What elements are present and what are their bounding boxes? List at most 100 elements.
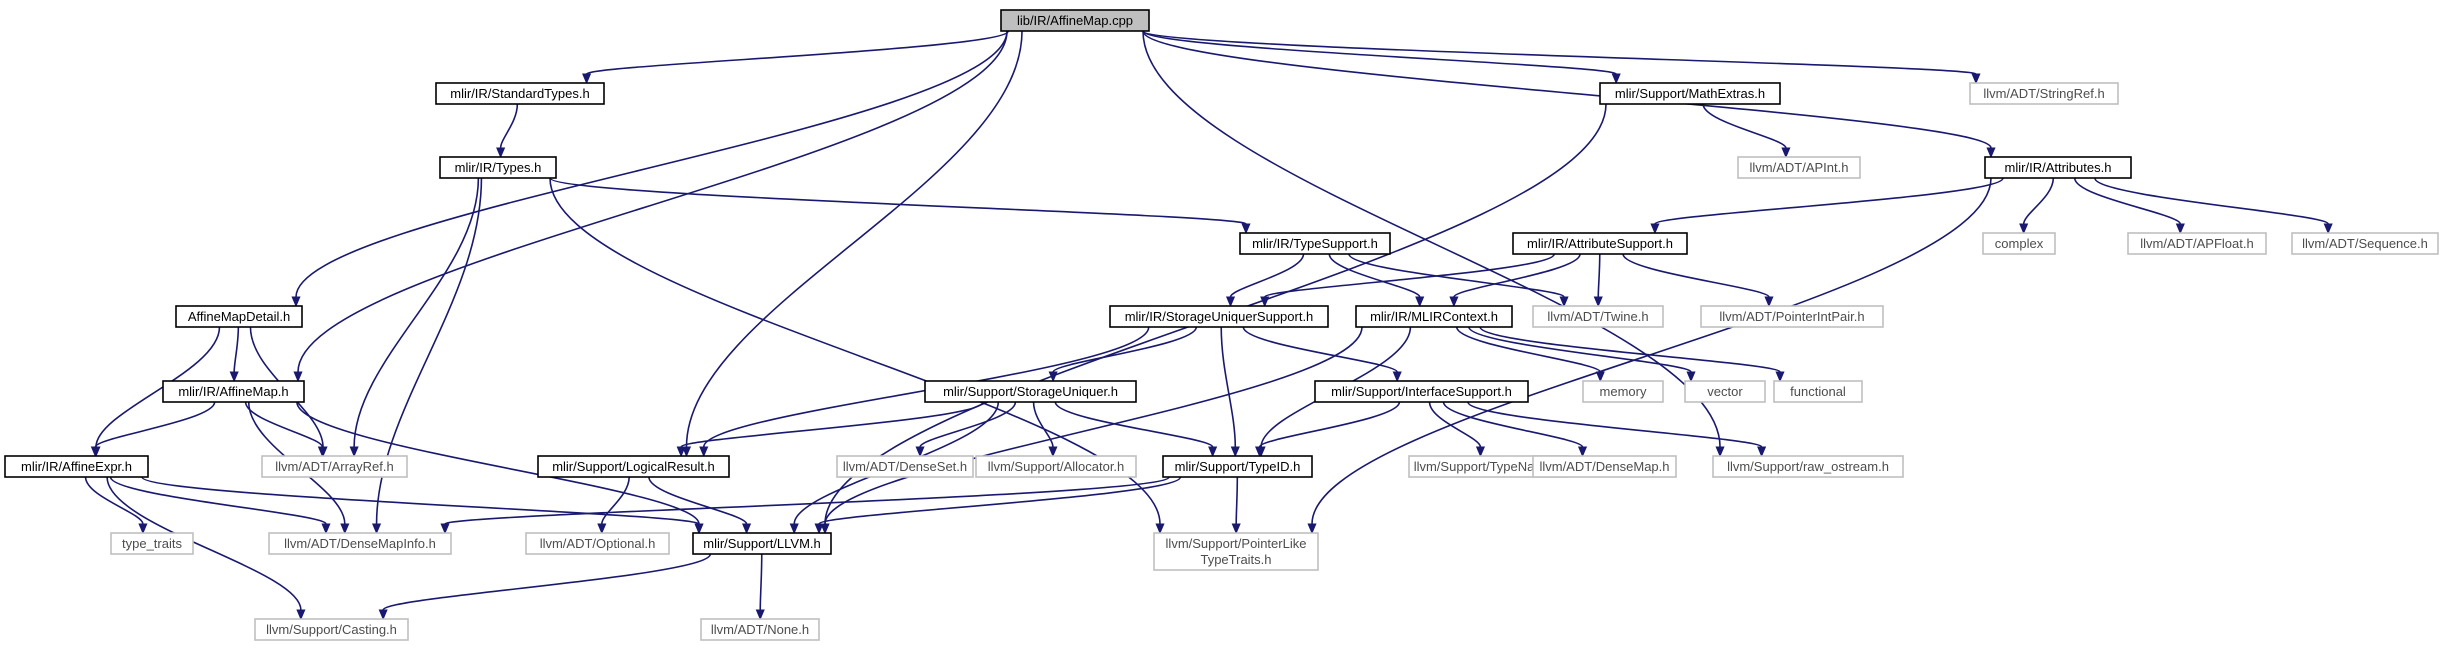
node-affineexpr[interactable]: mlir/IR/AffineExpr.h: [4, 455, 149, 478]
edge-llvmh-to-casting: [378, 553, 712, 621]
node-label: vector: [1707, 384, 1743, 399]
node-typesupport[interactable]: mlir/IR/TypeSupport.h: [1239, 232, 1391, 255]
node-types[interactable]: mlir/IR/Types.h: [439, 156, 557, 179]
node-label: llvm/ADT/DenseMap.h: [1539, 459, 1669, 474]
node-none: llvm/ADT/None.h: [700, 618, 820, 641]
edge-line: [1468, 326, 1692, 373]
edge-line: [1263, 253, 1556, 298]
edge-line: [759, 553, 763, 611]
node-label: llvm/ADT/StringRef.h: [1983, 86, 2104, 101]
edge-arrowhead: [1775, 371, 1785, 383]
edge-line: [1442, 401, 1584, 448]
edge-attributes-to-apfloat: [2073, 177, 2185, 235]
edge-affinemap-to-arrayref: [244, 401, 327, 458]
edge-arrowhead: [789, 523, 799, 535]
node-box: [1700, 305, 1884, 328]
edge-arrowhead: [915, 446, 925, 458]
edge-arrowhead: [1757, 446, 1767, 458]
edge-line: [919, 401, 1017, 448]
edge-line: [106, 476, 302, 611]
node-label: llvm/Support/raw_ostream.h: [1727, 459, 1889, 474]
node-label: llvm/ADT/None.h: [711, 622, 809, 637]
node-storageuniquersupport[interactable]: mlir/IR/StorageUniquerSupport.h: [1109, 305, 1329, 328]
edge-arrowhead: [378, 609, 388, 621]
node-label: mlir/Support/InterfaceSupport.h: [1331, 384, 1512, 399]
edge-arrowhead: [1781, 147, 1791, 159]
edge-line: [353, 177, 480, 448]
node-label: mlir/IR/Attributes.h: [2005, 160, 2112, 175]
edge-arrowhead: [1686, 371, 1696, 383]
node-allocator: llvm/Support/Allocator.h: [975, 455, 1137, 478]
node-box: [1737, 156, 1861, 179]
node-box: [1162, 455, 1313, 478]
node-logicalresult[interactable]: mlir/Support/LogicalResult.h: [537, 455, 730, 478]
edge-mlircontext-to-vector: [1468, 326, 1696, 383]
edge-logicalresult-to-llvmh: [648, 476, 752, 535]
node-typeid[interactable]: mlir/Support/TypeID.h: [1162, 455, 1313, 478]
edge-root-to-standardtypes: [582, 30, 1010, 85]
node-storageuniquer[interactable]: mlir/Support/StorageUniquer.h: [924, 380, 1137, 403]
edge-arrowhead: [582, 73, 592, 85]
edge-types-to-pointerliketypetraits: [549, 177, 1165, 535]
edge-line: [549, 177, 1247, 225]
edge-storageuniquer-to-typeid: [1054, 401, 1218, 458]
node-box: [1512, 232, 1688, 255]
edge-arrowhead: [372, 523, 382, 535]
node-affinemapdetail[interactable]: AffineMapDetail.h: [175, 305, 303, 328]
node-box: [1153, 532, 1319, 571]
edge-line: [1054, 401, 1214, 448]
node-optional: llvm/ADT/Optional.h: [525, 532, 670, 555]
node-llvmh[interactable]: mlir/Support/LLVM.h: [692, 532, 832, 555]
edge-arrowhead: [676, 446, 686, 458]
edge-attributesupport-to-twine: [1593, 253, 1603, 308]
edge-line: [375, 177, 483, 525]
edge-arrowhead: [1241, 223, 1251, 235]
node-label: mlir/IR/AffineExpr.h: [21, 459, 132, 474]
node-interfacesupport[interactable]: mlir/Support/InterfaceSupport.h: [1314, 380, 1529, 403]
node-vector: vector: [1684, 380, 1766, 403]
node-label: TypeTraits.h: [1200, 552, 1271, 567]
edge-line: [141, 476, 700, 525]
node-box: [924, 380, 1137, 403]
edge-attributes-to-attributesupport: [1650, 177, 2004, 235]
node-label: functional: [1790, 384, 1846, 399]
node-box: [1109, 305, 1329, 328]
node-root[interactable]: lib/IR/AffineMap.cpp: [1000, 9, 1150, 32]
edge-arrowhead: [1715, 446, 1725, 458]
node-box: [254, 618, 409, 641]
node-attributes[interactable]: mlir/IR/Attributes.h: [1984, 156, 2132, 179]
node-label: llvm/ADT/APFloat.h: [2140, 236, 2253, 251]
node-twine: llvm/ADT/Twine.h: [1532, 305, 1664, 328]
edge-line: [648, 476, 748, 525]
node-standardtypes[interactable]: mlir/IR/StandardTypes.h: [435, 82, 605, 105]
edge-line: [1428, 401, 1482, 448]
node-affinemap[interactable]: mlir/IR/AffineMap.h: [162, 380, 305, 403]
edge-line: [1328, 253, 1421, 298]
node-mathextras[interactable]: mlir/Support/MathExtras.h: [1599, 82, 1781, 105]
node-label: llvm/ADT/Sequence.h: [2302, 236, 2428, 251]
edge-arrowhead: [694, 523, 704, 535]
node-typename: llvm/Support/TypeName.h: [1408, 455, 1569, 478]
node-label: llvm/ADT/DenseSet.h: [843, 459, 967, 474]
node-mlircontext[interactable]: mlir/IR/MLIRContext.h: [1355, 305, 1513, 328]
edge-arrowhead: [1559, 296, 1569, 308]
node-densemap: llvm/ADT/DenseMap.h: [1532, 455, 1677, 478]
edge-types-to-densemapinfo: [372, 177, 483, 535]
edge-arrowhead: [1392, 371, 1402, 383]
node-label: llvm/ADT/APInt.h: [1750, 160, 1849, 175]
node-label: llvm/ADT/ArrayRef.h: [275, 459, 393, 474]
edge-typesupport-to-storageuniquersupport: [1225, 253, 1305, 308]
node-box: [692, 532, 832, 555]
node-label: mlir/IR/Types.h: [455, 160, 542, 175]
edge-types-to-typesupport: [549, 177, 1251, 235]
node-attributesupport[interactable]: mlir/IR/AttributeSupport.h: [1512, 232, 1688, 255]
edge-arrowhead: [1611, 73, 1621, 85]
node-label: mlir/Support/StorageUniquer.h: [943, 384, 1118, 399]
node-denseset: llvm/ADT/DenseSet.h: [836, 455, 974, 478]
edge-arrowhead: [2019, 223, 2029, 235]
edge-arrowhead: [293, 371, 303, 383]
node-box: [1969, 82, 2119, 105]
edge-line: [1220, 326, 1237, 448]
edge-arrowhead: [814, 523, 824, 535]
edge-interfacesupport-to-typeid: [1255, 401, 1401, 458]
